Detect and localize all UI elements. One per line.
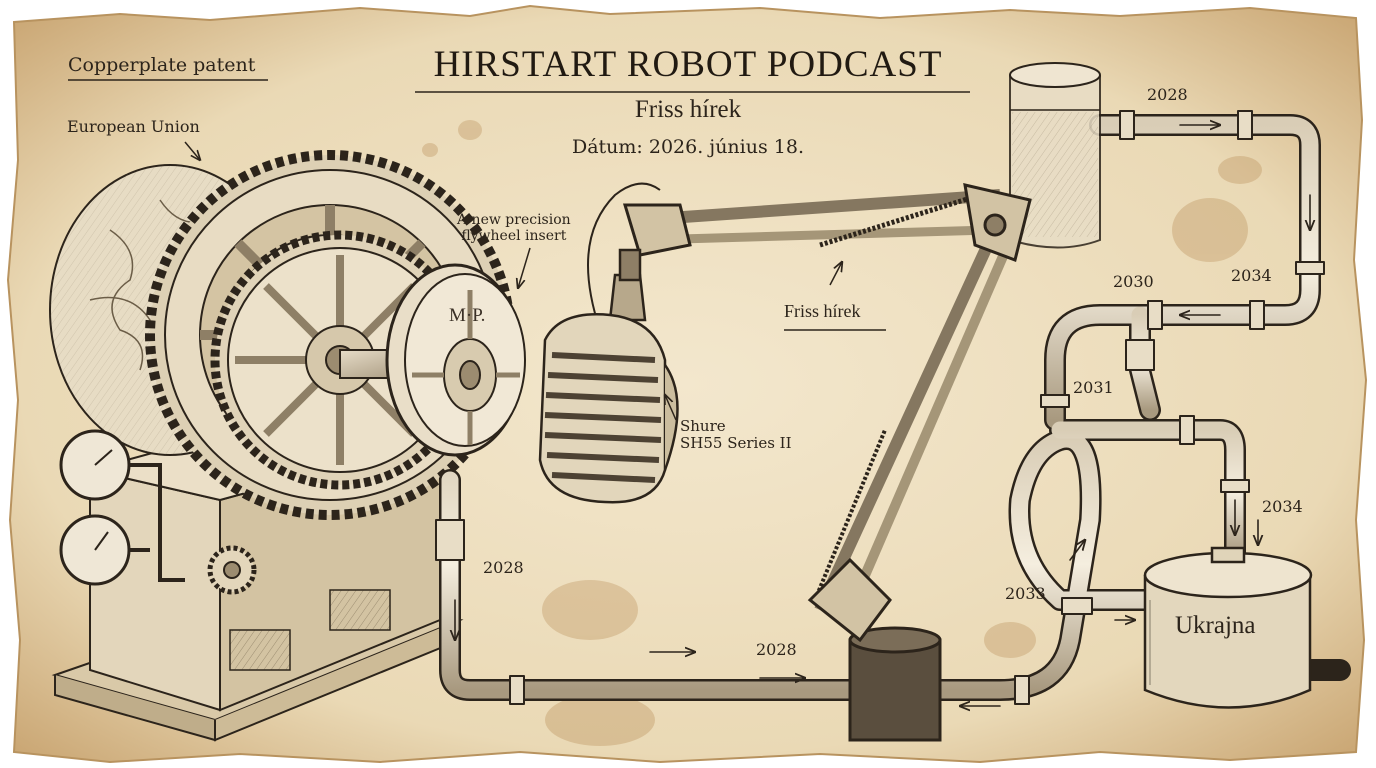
year-label-tank-inlet: 2034 — [1262, 498, 1303, 516]
year-label-bottom-pipe: 2028 — [756, 641, 797, 659]
year-label-valve: 2031 — [1073, 379, 1114, 397]
copperplate-label: Copperplate patent — [68, 55, 255, 77]
year-label-machine-outlet: 2028 — [483, 559, 524, 577]
flywheel-note: A new precision flywheel insert — [457, 212, 571, 244]
flywheel-mark: M·P. — [449, 305, 485, 327]
date-label: Dátum: 2026. június 18. — [0, 137, 1376, 159]
year-label-upper-return: 2030 — [1113, 273, 1154, 291]
tank-label: Ukrajna — [1175, 612, 1256, 641]
year-label-lower-bend: 2033 — [1005, 585, 1046, 603]
european-union-label: European Union — [67, 118, 200, 136]
year-label-top-pipe: 2028 — [1147, 86, 1188, 104]
boom-label: Friss hírek — [784, 301, 861, 322]
microphone-label: Shure SH55 Series II — [680, 418, 792, 453]
year-label-right-descent: 2034 — [1231, 267, 1272, 285]
